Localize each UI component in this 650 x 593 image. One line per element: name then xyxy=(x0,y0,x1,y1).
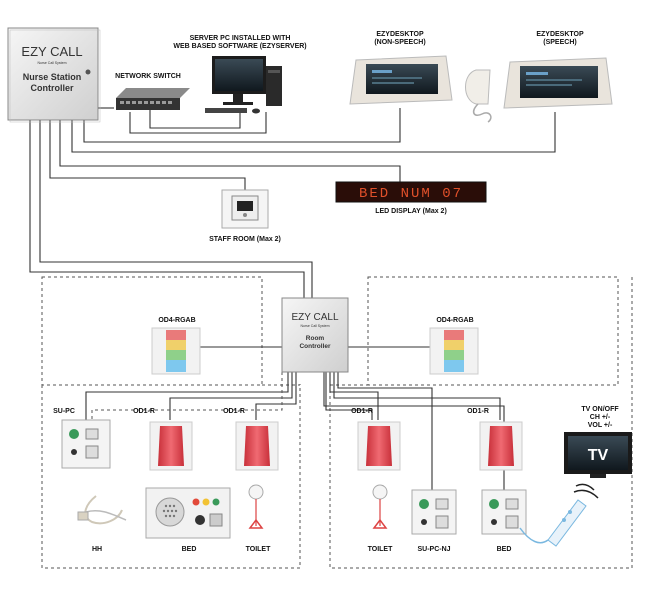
toilet-right-label: TOILET xyxy=(368,546,393,553)
nsc-title-2: Controller xyxy=(30,83,73,93)
od1r-4-label: OD1-R xyxy=(467,408,489,415)
od1r-1-label: OD1-R xyxy=(133,408,155,415)
room-controller: EZY CALL Nurse Call System Room Controll… xyxy=(281,297,349,373)
staff-display-icon xyxy=(237,201,253,211)
od1r-unit-3: OD1-R xyxy=(351,408,401,471)
led-display: BED NUM 07 LED DISPLAY (Max 2) xyxy=(335,181,487,215)
tablet-screen-icon xyxy=(520,66,598,98)
hh-handset: HH xyxy=(77,495,127,553)
led-display-text: BED NUM 07 xyxy=(359,186,463,202)
bed-unit-left: BED xyxy=(145,487,231,553)
room-zones xyxy=(41,276,633,569)
red-dome-light xyxy=(488,426,514,466)
ezydesktop-ns-label-1: EZYDESKTOP xyxy=(376,31,424,38)
red-dome-light xyxy=(366,426,392,466)
led-display-label: LED DISPLAY (Max 2) xyxy=(375,208,447,215)
server-pc: SERVER PC INSTALLED WITH WEB BASED SOFTW… xyxy=(173,35,307,114)
toilet-unit-left: TOILET xyxy=(246,484,271,553)
su-pc-label: SU-PC xyxy=(53,408,75,415)
red-dome-light xyxy=(158,426,184,466)
ezydesktop-s-label-1: EZYDESKTOP xyxy=(536,31,584,38)
rc-brand: EZY CALL xyxy=(291,312,338,323)
keyboard-icon xyxy=(205,108,247,113)
handset-icon xyxy=(465,69,491,105)
tv-label-1: TV ON/OFF xyxy=(581,406,619,413)
wiring-room xyxy=(85,346,505,490)
rc-sub: Nurse Call System xyxy=(301,324,330,328)
su-pc-unit: SU-PC xyxy=(53,408,111,469)
tv-screen-text: TV xyxy=(588,447,609,464)
nurse-station-controller: EZY CALL Nurse Call System Nurse Station… xyxy=(7,27,101,123)
rc-title-1: Room xyxy=(306,335,325,342)
tower-yellow-light xyxy=(166,340,186,350)
tv-label-3: VOL +/- xyxy=(588,422,613,429)
network-switch-label: NETWORK SWITCH xyxy=(115,73,181,80)
od1r-unit-1: OD1-R xyxy=(133,408,193,471)
ezydesktop-s-label-2: (SPEECH) xyxy=(543,39,576,46)
su-pc-nj-unit: SU-PC-NJ xyxy=(411,489,457,553)
bed-unit-right: BED xyxy=(481,489,527,553)
nsc-indicator-icon xyxy=(85,69,91,75)
bed-left-label: BED xyxy=(182,546,197,553)
red-dome-light xyxy=(244,426,270,466)
green-button-icon xyxy=(69,429,79,439)
tower-blue-light xyxy=(444,360,464,372)
nsc-brand: EZY CALL xyxy=(21,44,82,59)
tower-red-light xyxy=(166,330,186,340)
tower-yellow-light xyxy=(444,340,464,350)
od4-tower-left: OD4-RGAB xyxy=(151,317,201,375)
od4-right-label: OD4-RGAB xyxy=(436,317,473,324)
rc-title-2: Controller xyxy=(299,343,331,350)
mouse-icon xyxy=(252,108,260,114)
toilet-left-label: TOILET xyxy=(246,546,271,553)
tower-green-light xyxy=(166,350,186,360)
remote-icon xyxy=(547,499,587,547)
nsc-title-1: Nurse Station xyxy=(23,72,82,82)
green-button-icon xyxy=(489,499,499,509)
tower-green-light xyxy=(444,350,464,360)
od4-tower-right: OD4-RGAB xyxy=(429,317,479,375)
tower-blue-light xyxy=(166,360,186,372)
od1r-3-label: OD1-R xyxy=(351,408,373,415)
od1r-unit-2: OD1-R xyxy=(223,408,279,471)
signal-wave-icon xyxy=(575,483,595,491)
od1r-2-label: OD1-R xyxy=(223,408,245,415)
ezydesktop-ns-label-2: (NON-SPEECH) xyxy=(374,39,425,46)
hh-label: HH xyxy=(92,546,102,553)
speaker-icon xyxy=(155,497,185,527)
pc-tower-icon xyxy=(266,66,282,106)
staff-room-unit: STAFF ROOM (Max 2) xyxy=(209,189,281,243)
tv-label-2: CH +/- xyxy=(590,414,611,421)
ezydesktop-non-speech: EZYDESKTOP (NON-SPEECH) xyxy=(349,31,453,105)
switch-ports-icon xyxy=(120,101,172,104)
server-label-1: SERVER PC INSTALLED WITH xyxy=(190,35,291,42)
coiled-cord-icon xyxy=(472,103,492,123)
remote-cord-icon xyxy=(519,527,549,544)
handset-cord-icon xyxy=(84,495,123,525)
su-pc-nj-label: SU-PC-NJ xyxy=(417,546,450,553)
green-button-icon xyxy=(419,499,429,509)
od4-left-label: OD4-RGAB xyxy=(158,317,195,324)
tv-remote-handset xyxy=(519,499,587,547)
wiring-top xyxy=(29,107,556,298)
tv-unit: TV ON/OFF CH +/- VOL +/- TV xyxy=(564,406,632,499)
nsc-sub: Nurse Call System xyxy=(38,61,67,65)
od1r-unit-4: OD1-R xyxy=(467,408,523,471)
staff-room-label: STAFF ROOM (Max 2) xyxy=(209,236,281,243)
tower-red-light xyxy=(444,330,464,340)
network-switch: NETWORK SWITCH xyxy=(115,73,190,110)
toilet-unit-right: TOILET xyxy=(368,484,393,553)
bed-right-label: BED xyxy=(497,546,512,553)
server-label-2: WEB BASED SOFTWARE (EZYSERVER) xyxy=(173,43,306,50)
ezydesktop-speech: EZYDESKTOP (SPEECH) xyxy=(465,31,613,123)
